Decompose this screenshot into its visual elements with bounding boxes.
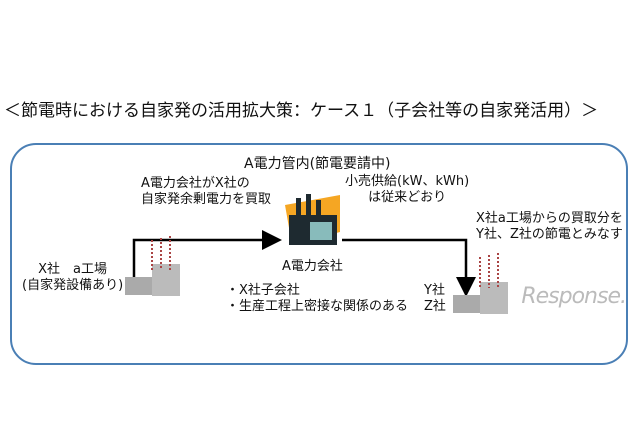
x-factory-label: X社 a工場 (自家発設備あり) (22, 262, 123, 295)
purchase-note-line: A電力会社がX社の (141, 176, 250, 191)
region-frame (10, 143, 628, 365)
retail-note: 小売供給(kW、kWh) は従来どおり (345, 174, 469, 207)
x-factory-line: (自家発設備あり) (22, 278, 124, 294)
y-company-label: Y社 (424, 283, 445, 298)
retail-note-line: 小売供給(kW、kWh) (345, 174, 470, 189)
diagram-title: ＜節電時における自家発の活用拡大策：ケース１（子会社等の自家発活用）＞ (4, 101, 599, 121)
yz-labels: Y社 Z社 (424, 283, 446, 316)
response-watermark: Response. (521, 284, 627, 309)
deemed-note-line: Y社、Z社の節電とみなす (476, 227, 623, 243)
yz-factory-icon (453, 253, 508, 314)
purchase-note: A電力会社がX社の 自家発余剰電力を買取 (141, 176, 271, 209)
deemed-note-line: X社a工場からの買取分を (476, 211, 623, 226)
region-label: A電力管内(節電要請中) (244, 156, 391, 172)
power-company-label: A電力会社 (282, 259, 343, 274)
relation-notes: ・X社子会社 ・生産工程上密接な関係のある (226, 283, 408, 316)
z-company-label: Z社 (424, 299, 446, 315)
relation-note: ・X社子会社 (226, 283, 300, 298)
purchase-note-line: 自家発余剰電力を買取 (141, 192, 272, 208)
deemed-note: X社a工場からの買取分を Y社、Z社の節電とみなす (476, 211, 623, 244)
retail-note-line: は従来どおり (368, 190, 447, 206)
supply-arrow (342, 238, 476, 297)
purchase-arrow (132, 230, 282, 288)
x-factory-icon (125, 236, 180, 296)
power-company-icon (285, 194, 340, 245)
relation-note: ・生産工程上密接な関係のある (226, 299, 409, 315)
x-factory-line: X社 a工場 (38, 262, 108, 277)
